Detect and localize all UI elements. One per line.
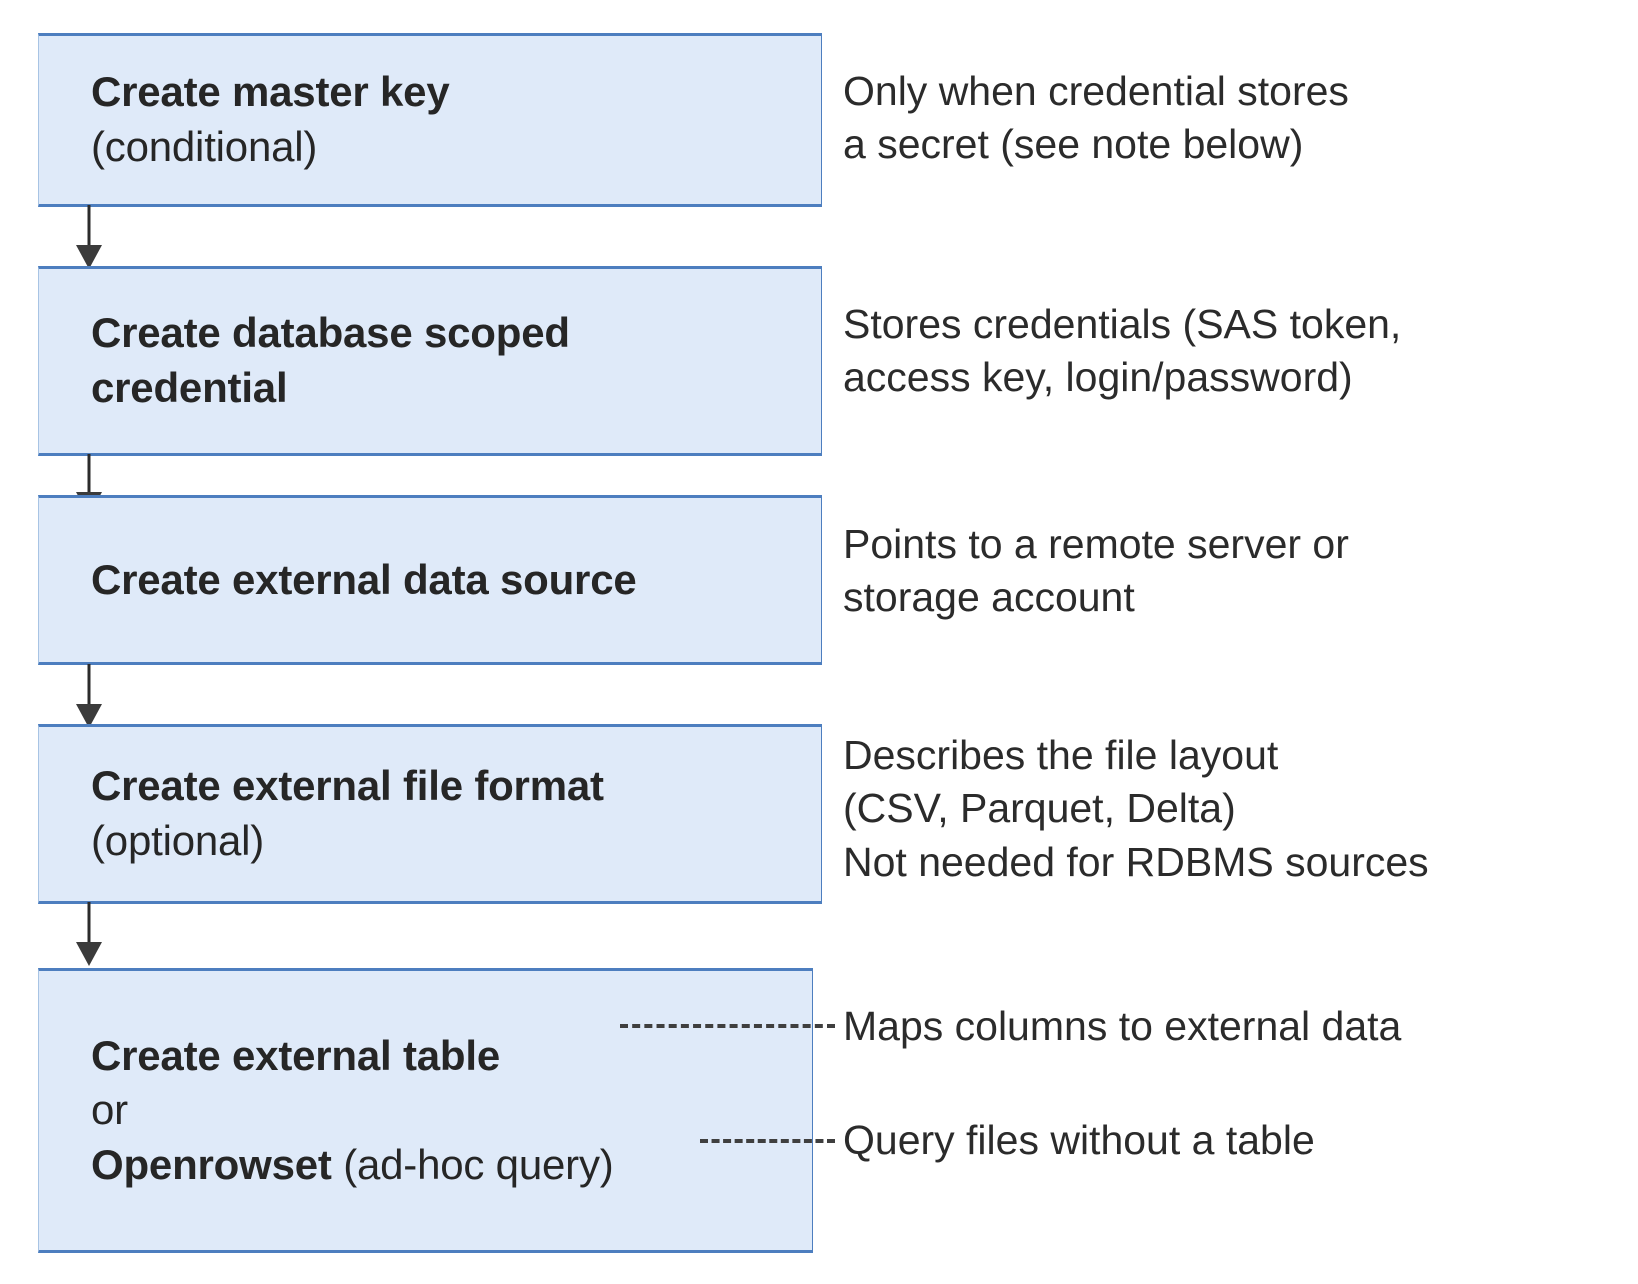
step-2-title-line-2: credential (91, 364, 288, 411)
step-4-subtitle: (optional) (91, 817, 265, 864)
note-1-line-1: Only when credential stores (843, 68, 1349, 114)
step-box-create-external-file-format: Create external file format (optional) (38, 724, 822, 904)
step-5-alt-title-sub: (ad-hoc query) (343, 1140, 614, 1188)
note-2-line-1: Stores credentials (SAS token, (843, 301, 1402, 347)
dashed-link-openrowset (700, 1139, 835, 1143)
step-4-title: Create external file format (91, 762, 604, 810)
note-create-external-table: Maps columns to external data (843, 1003, 1402, 1049)
note-create-database-scoped-credential: Stores credentials (SAS token, access ke… (843, 298, 1401, 405)
note-4-line-3: Not needed for RDBMS sources (843, 838, 1429, 885)
step-1-subtitle: (conditional) (91, 123, 318, 170)
note-3-line-2: storage account (843, 574, 1135, 621)
arrow-step4-to-step5 (76, 902, 102, 966)
note-create-master-key: Only when credential stores a secret (se… (843, 65, 1349, 172)
step-box-create-database-scoped-credential: Create database scoped credential (38, 266, 822, 456)
dashed-link-external-table (620, 1024, 835, 1028)
note-create-external-data-source: Points to a remote server or storage acc… (843, 518, 1349, 625)
step-2-title-line-1: Create database scoped (91, 309, 570, 357)
note-4-line-1: Describes the file layout (843, 732, 1279, 778)
step-box-create-master-key: Create master key (conditional) (38, 33, 822, 207)
arrow-step3-to-step4 (76, 664, 102, 728)
step-3-title: Create external data source (91, 555, 637, 603)
note-3-line-1: Points to a remote server or (843, 521, 1349, 567)
step-5-alt-title: Openrowset (ad-hoc query) (91, 1138, 798, 1193)
step-box-create-external-table-or-openrowset: Create external table or Openrowset (ad-… (38, 968, 813, 1253)
step-5-connector-word: or (91, 1086, 128, 1134)
step-5-alt-title-bold: Openrowset (91, 1140, 332, 1188)
note-4-line-2: (CSV, Parquet, Delta) (843, 785, 1236, 832)
arrow-step1-to-step2 (76, 205, 102, 269)
note-2-line-2: access key, login/password) (843, 354, 1353, 401)
step-1-title: Create master key (91, 68, 450, 116)
note-openrowset: Query files without a table (843, 1117, 1315, 1163)
step-5-title: Create external table (91, 1031, 500, 1079)
note-1-line-2: a secret (see note below) (843, 121, 1304, 168)
step-box-create-external-data-source: Create external data source (38, 495, 822, 665)
note-create-external-file-format: Describes the file layout (CSV, Parquet,… (843, 729, 1429, 889)
